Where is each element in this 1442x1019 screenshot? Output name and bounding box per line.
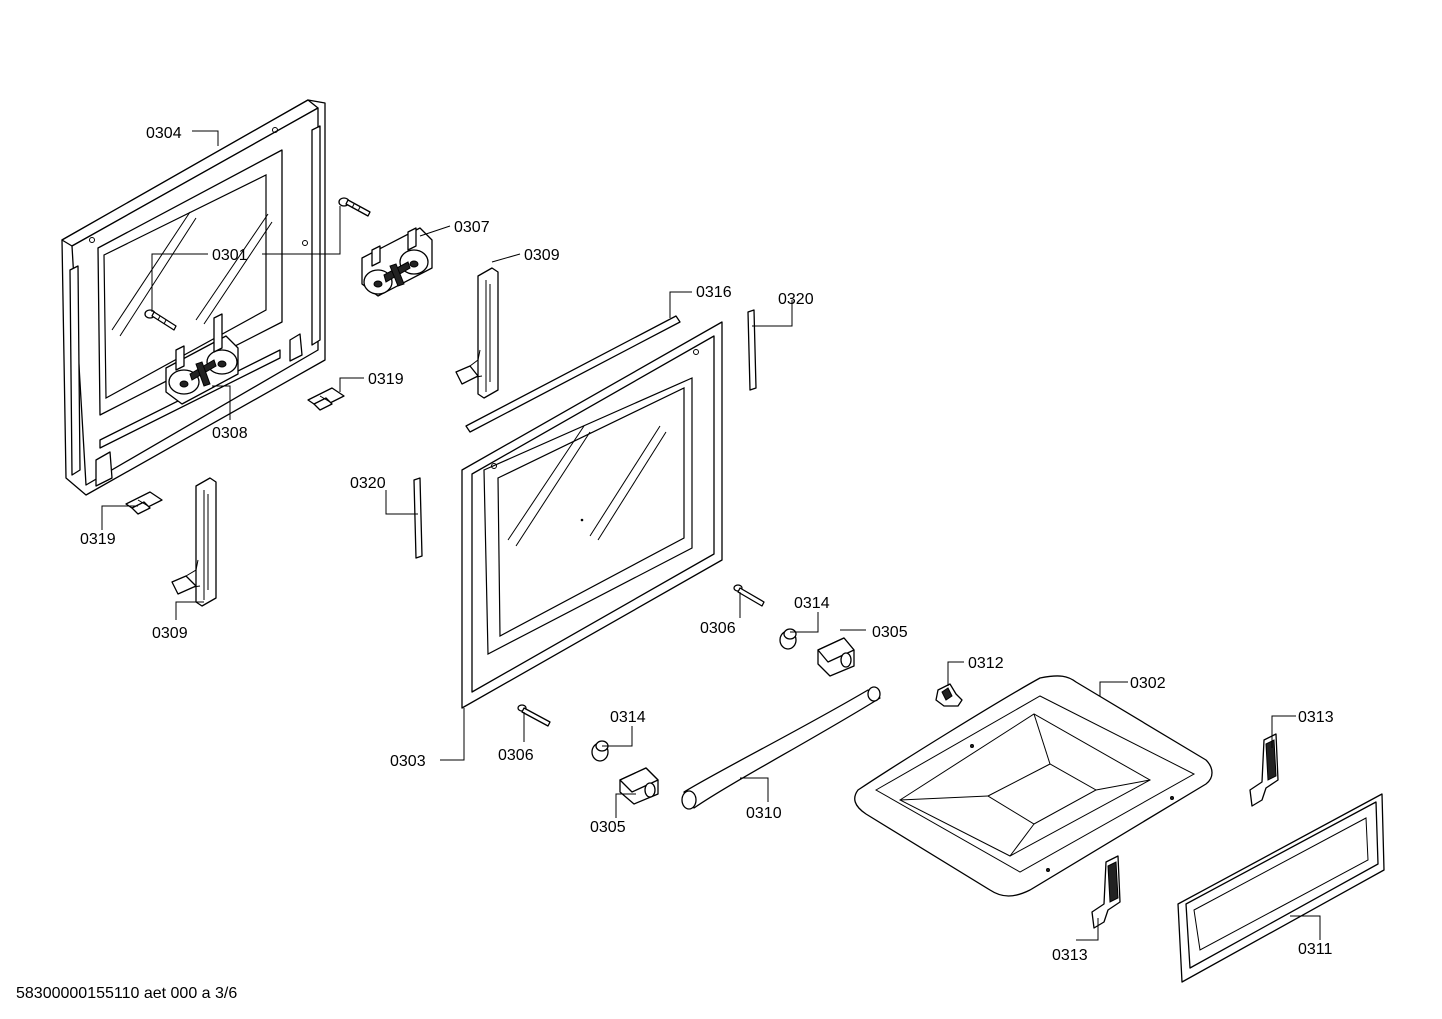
label-0314-upper: 0314 (794, 595, 830, 612)
label-0320-right: 0320 (778, 291, 814, 308)
label-0319-lower: 0319 (80, 531, 116, 548)
part-0309-hinge-lower (171, 477, 217, 607)
part-0314-knob-upper (779, 628, 797, 650)
part-0313-bracket-upper (1249, 733, 1279, 807)
part-0308-hinge-bracket (165, 313, 239, 405)
label-0304: 0304 (146, 125, 182, 142)
label-0302: 0302 (1130, 675, 1166, 692)
part-0306-screw-lower (517, 704, 551, 727)
label-0319-upper: 0319 (368, 371, 404, 388)
label-0310: 0310 (746, 805, 782, 822)
label-0308: 0308 (212, 425, 248, 442)
part-0316-seal-strip (465, 315, 681, 433)
label-0306-lower: 0306 (498, 747, 534, 764)
part-0319-clip-upper (307, 387, 345, 411)
label-0314-lower: 0314 (610, 709, 646, 726)
part-0309-hinge-upper (455, 267, 499, 399)
label-0311: 0311 (1298, 941, 1333, 958)
label-0305-lower: 0305 (590, 819, 626, 836)
part-0301-screw-upper (338, 197, 371, 217)
label-0309-upper: 0309 (524, 247, 560, 264)
part-0312-latch (935, 683, 963, 707)
label-0306-upper: 0306 (700, 620, 736, 637)
part-0305-end-cap-upper (817, 637, 855, 677)
part-0314-knob-lower (591, 740, 609, 762)
part-0302-drawer-tray (854, 675, 1213, 897)
document-code: 58300000155110 aet 000 a 3/6 (16, 985, 237, 1002)
part-0319-clip-lower (125, 491, 163, 515)
label-0309-lower: 0309 (152, 625, 188, 642)
part-0310-door-handle (681, 686, 881, 810)
part-0320-side-strip-right (747, 309, 757, 391)
part-0305-end-cap-lower (619, 767, 659, 805)
part-0304-inner-door-frame (61, 99, 326, 496)
part-0303-outer-door (461, 321, 723, 709)
label-0316: 0316 (696, 284, 732, 301)
part-0306-screw-upper (733, 584, 765, 607)
part-0301-screw-lower (144, 309, 177, 331)
part-0313-bracket-lower (1091, 855, 1121, 929)
leader-lines (101, 130, 1321, 941)
label-0312: 0312 (968, 655, 1004, 672)
part-labels: 0304 0301 0307 0309 0316 0320 0319 0308 … (80, 125, 1334, 964)
label-0313-lower: 0313 (1052, 947, 1088, 964)
label-0305-upper: 0305 (872, 624, 908, 641)
part-0311-drawer-front (1177, 793, 1385, 983)
label-0303: 0303 (390, 753, 426, 770)
part-0320-side-strip-left (413, 477, 423, 559)
label-0320-left: 0320 (350, 475, 386, 492)
label-0301: 0301 (212, 247, 248, 264)
label-0307: 0307 (454, 219, 490, 236)
label-0313-upper: 0313 (1298, 709, 1334, 726)
part-0307-hinge-bracket (361, 227, 433, 297)
